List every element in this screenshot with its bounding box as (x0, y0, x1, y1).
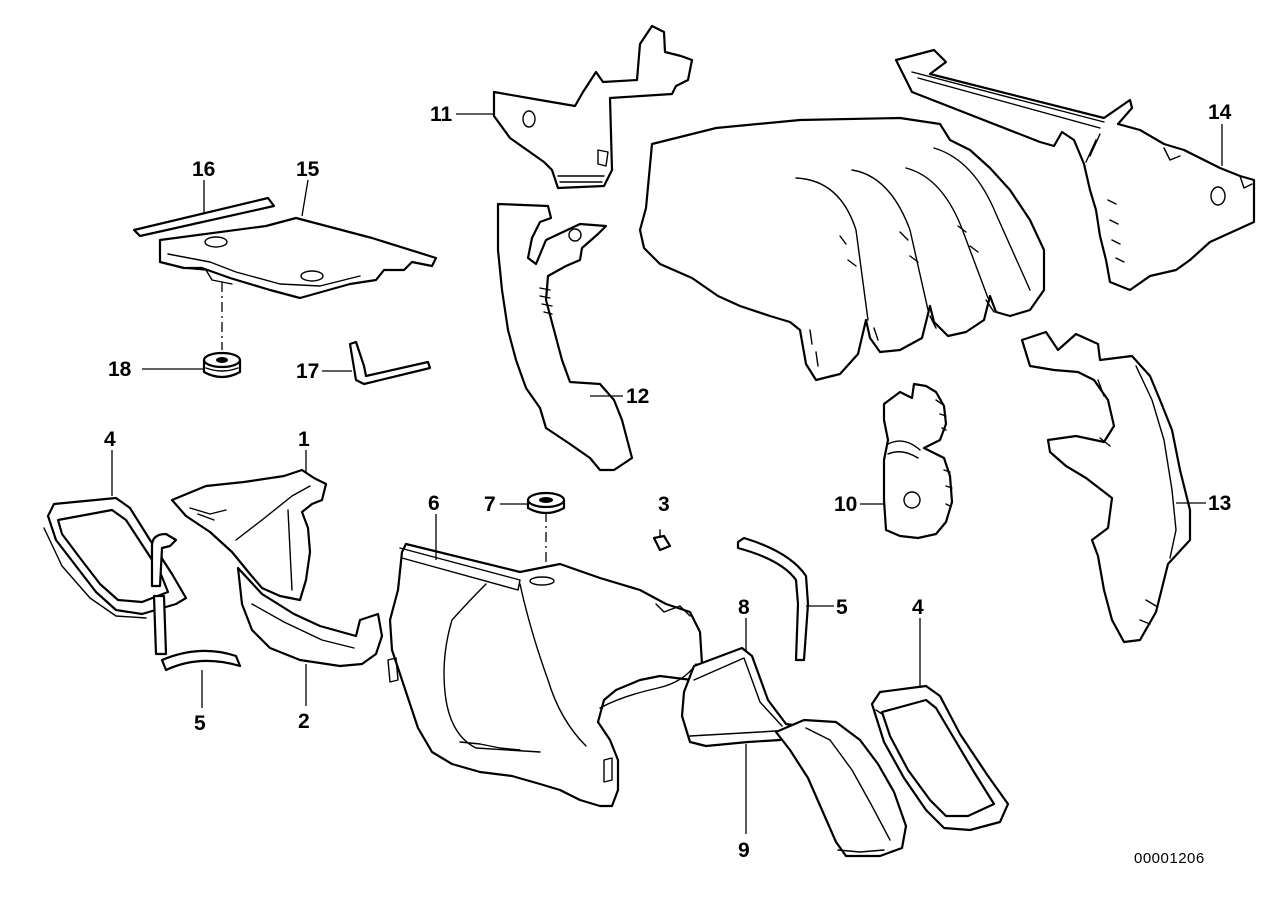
part-5-hose-left (150, 532, 242, 672)
part-3-clip (652, 529, 672, 552)
document-number: 00001206 (1134, 850, 1205, 867)
part-4-seal-right (870, 684, 1010, 832)
part-7-grommet (526, 491, 566, 515)
part-11-bracket (492, 24, 694, 190)
callout-4-left: 4 (104, 428, 116, 451)
callout-6: 6 (428, 492, 440, 515)
callout-3: 3 (658, 493, 670, 516)
callout-16: 16 (192, 158, 215, 181)
callout-4-right: 4 (912, 596, 924, 619)
part-6-shroud (387, 542, 704, 808)
part-5-hose-right (736, 536, 810, 662)
callout-2: 2 (298, 710, 310, 733)
callout-10: 10 (834, 493, 857, 516)
part-1-duct-upper (170, 468, 328, 602)
callout-14: 14 (1208, 101, 1232, 124)
callout-9: 9 (738, 839, 750, 862)
intake-manifold (638, 116, 1046, 382)
part-17-hook (348, 340, 432, 386)
callout-15: 15 (296, 158, 320, 181)
part-15-tray (158, 216, 438, 300)
callout-11: 11 (430, 103, 453, 126)
callout-18: 18 (108, 358, 132, 381)
callout-13: 13 (1208, 492, 1231, 515)
part-16-strip (132, 196, 276, 238)
callout-5-left: 5 (194, 712, 206, 735)
part-2-duct-lower (236, 566, 384, 668)
part-9-funnel-body (774, 718, 908, 858)
part-18-grommet (202, 351, 242, 379)
part-13-shield (1020, 330, 1192, 644)
callout-5-right: 5 (836, 596, 848, 619)
callout-12: 12 (626, 385, 649, 408)
callout-17: 17 (296, 360, 319, 383)
callout-7: 7 (484, 493, 496, 516)
callout-8: 8 (738, 596, 750, 619)
part-8-funnel-collar (680, 646, 802, 748)
part-10-block (882, 382, 954, 540)
part-12-duct-panel (496, 202, 634, 472)
callout-1: 1 (298, 428, 310, 451)
part-14-bracket (894, 48, 1256, 292)
